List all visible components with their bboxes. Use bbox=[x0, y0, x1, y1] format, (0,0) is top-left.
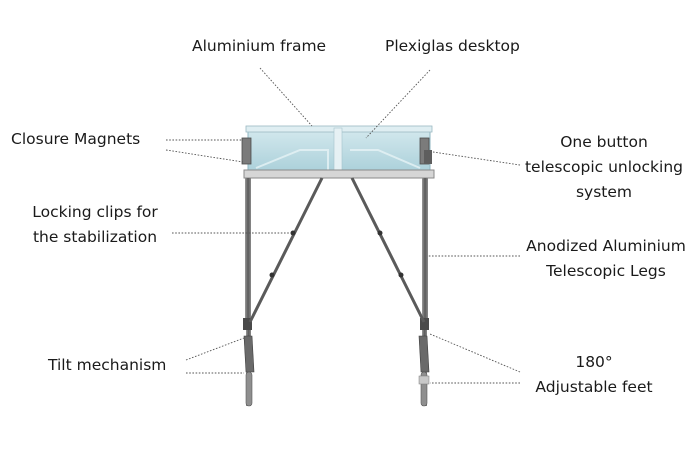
label-plexiglas-desktop: Plexiglas desktop bbox=[385, 37, 520, 55]
foot-left bbox=[245, 371, 253, 407]
leader-aluminium-frame bbox=[259, 67, 313, 127]
leader-feet-1 bbox=[429, 333, 521, 373]
leg-right-upper bbox=[422, 178, 428, 328]
desktop bbox=[241, 125, 435, 179]
leader-tilt-1 bbox=[185, 337, 245, 361]
glass-reflection-right bbox=[350, 149, 421, 169]
label-locking-clips-line1: Locking clips for bbox=[32, 203, 158, 221]
label-one-button: One button telescopic unlocking system bbox=[518, 130, 690, 205]
locking-clip-right-1 bbox=[377, 230, 383, 236]
unlock-button-right bbox=[424, 150, 432, 164]
foot-right-cap bbox=[418, 375, 430, 385]
glass-reflection bbox=[255, 149, 329, 170]
label-feet-line2: Adjustable feet bbox=[535, 378, 653, 396]
leader-one-button bbox=[432, 151, 521, 166]
tilt-bracket-right bbox=[418, 335, 430, 373]
label-locking-clips-line2: the stabilization bbox=[32, 228, 158, 246]
tilt-bracket-left bbox=[243, 335, 255, 373]
label-locking-clips: Locking clips for the stabilization bbox=[20, 200, 170, 250]
strut-right bbox=[350, 177, 426, 323]
label-feet-line1: 180° bbox=[575, 353, 613, 371]
locking-clip-right-2 bbox=[398, 272, 404, 278]
strut-left bbox=[248, 177, 324, 323]
label-one-button-line1: One button bbox=[560, 133, 648, 151]
label-anodized-legs: Anodized Aluminium Telescopic Legs bbox=[518, 234, 694, 284]
leg-right-joint bbox=[420, 318, 429, 330]
center-divider bbox=[333, 127, 343, 175]
leader-closure-2 bbox=[165, 149, 244, 163]
aluminium-frame-bar bbox=[243, 169, 435, 179]
label-closure-magnets: Closure Magnets bbox=[11, 130, 141, 148]
leg-left-upper bbox=[245, 178, 251, 328]
legs bbox=[243, 177, 430, 407]
label-anodized-line2: Telescopic Legs bbox=[546, 262, 666, 280]
label-aluminium-frame: Aluminium frame bbox=[192, 37, 327, 55]
leader-lines bbox=[165, 67, 521, 384]
leader-plexiglas bbox=[365, 69, 431, 139]
locking-clip-left-2 bbox=[269, 272, 275, 278]
label-one-button-line2: telescopic unlocking bbox=[524, 158, 684, 176]
label-anodized-line1: Anodized Aluminium bbox=[526, 237, 686, 255]
label-tilt-mechanism: Tilt mechanism bbox=[48, 356, 167, 374]
locking-clip-left-1 bbox=[290, 230, 296, 236]
label-adjustable-feet: 180° Adjustable feet bbox=[524, 350, 664, 400]
label-one-button-line3: system bbox=[575, 183, 633, 201]
closure-magnet-left bbox=[241, 137, 252, 165]
leg-left-joint bbox=[243, 318, 252, 330]
